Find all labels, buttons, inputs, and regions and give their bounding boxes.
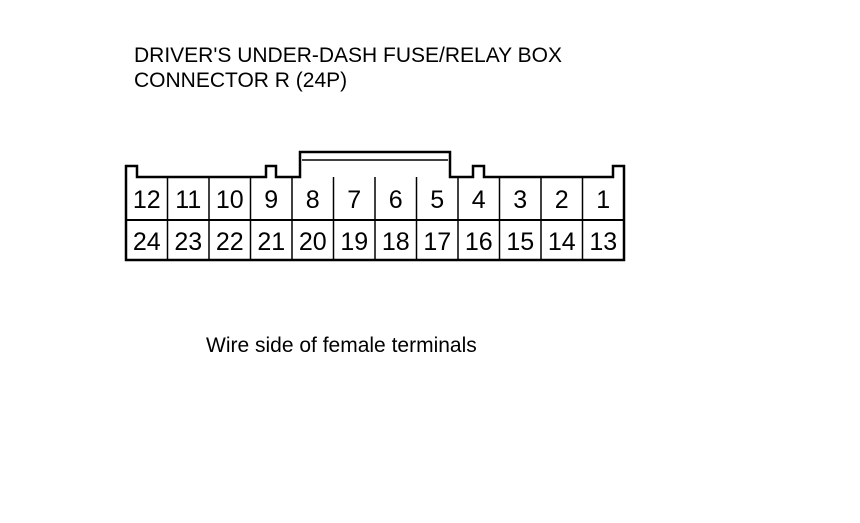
connector-housing-outline: [124, 150, 626, 262]
view-caption: Wire side of female terminals: [206, 334, 477, 357]
pin-2-label: 2: [555, 186, 569, 214]
pin-7-label: 7: [347, 186, 361, 214]
diagram-title-line-2: CONNECTOR R (24P): [134, 69, 348, 92]
pin-11-label: 11: [175, 186, 201, 214]
pin-1-label: 1: [596, 186, 610, 214]
pin-9-label: 9: [264, 186, 278, 214]
pin-14-label: 14: [548, 228, 576, 256]
pin-22-label: 22: [216, 228, 244, 256]
pin-21-label: 21: [257, 228, 285, 256]
diagram-title-line-1: DRIVER'S UNDER-DASH FUSE/RELAY BOX: [134, 44, 562, 67]
pin-6-label: 6: [389, 186, 403, 214]
pin-20-label: 20: [299, 228, 327, 256]
pin-19-label: 19: [340, 228, 368, 256]
pin-18-label: 18: [382, 228, 410, 256]
cell-dividers: [166, 177, 584, 260]
pin-8-label: 8: [306, 186, 320, 214]
pin-16-label: 16: [465, 228, 493, 256]
pin-13-label: 13: [589, 228, 617, 256]
pin-17-label: 17: [423, 228, 451, 256]
pin-23-label: 23: [174, 228, 202, 256]
pin-5-label: 5: [430, 186, 444, 214]
pin-10-label: 10: [216, 186, 244, 214]
pin-12-label: 12: [133, 186, 161, 214]
pin-4-label: 4: [472, 186, 486, 214]
pin-15-label: 15: [506, 228, 534, 256]
pin-24-label: 24: [133, 228, 161, 256]
pin-3-label: 3: [513, 186, 527, 214]
